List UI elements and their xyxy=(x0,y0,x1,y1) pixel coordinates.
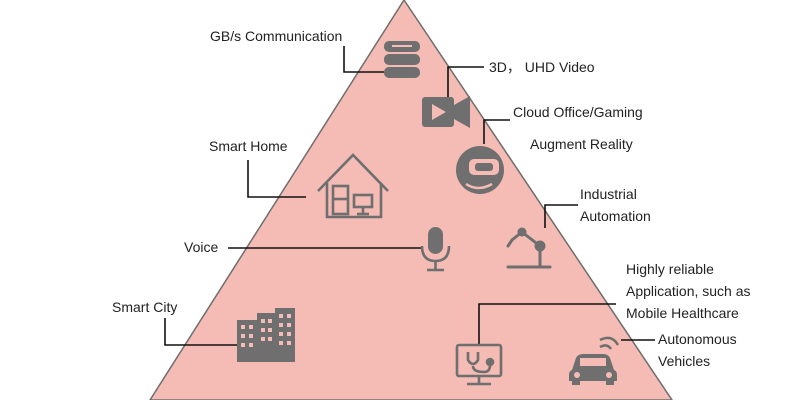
label-gbs-communication: GB/s Communication xyxy=(210,28,343,44)
label-vehicles: Vehicles xyxy=(658,353,711,369)
connected-car-icon xyxy=(569,336,620,385)
label-augment-reality: Augment Reality xyxy=(530,136,633,152)
label-mobile-healthcare: Mobile Healthcare xyxy=(626,305,739,321)
monitor-stethoscope-icon xyxy=(455,343,503,386)
label-cloud-office-gaming: Cloud Office/Gaming xyxy=(513,104,643,120)
video-camera-icon xyxy=(422,96,470,128)
label-highly-reliable: Highly reliable xyxy=(626,261,714,277)
leader-smart-city xyxy=(164,318,237,346)
label-application-such-as: Application, such as xyxy=(626,283,751,299)
leader-industrial xyxy=(544,204,578,228)
leader-gbs xyxy=(343,46,384,73)
city-buildings-icon xyxy=(237,308,295,362)
label-3d-uhd-video: 3D， UHD Video xyxy=(489,59,595,75)
database-icon xyxy=(384,41,420,78)
leader-smart-home xyxy=(247,160,306,198)
label-smart-city: Smart City xyxy=(112,299,178,315)
leader-cloud xyxy=(483,119,510,144)
robot-arm-icon xyxy=(506,227,552,269)
leader-health xyxy=(478,303,616,344)
smart-home-icon xyxy=(317,153,389,219)
label-voice: Voice xyxy=(184,239,219,255)
label-smart-home: Smart Home xyxy=(209,138,288,154)
label-industrial: Industrial xyxy=(580,186,637,202)
leader-video xyxy=(447,66,484,98)
label-autonomous: Autonomous xyxy=(658,331,737,347)
microphone-icon xyxy=(420,227,451,272)
vr-headset-icon xyxy=(456,146,504,194)
pyramid-triangle xyxy=(149,0,673,400)
label-automation: Automation xyxy=(580,208,651,224)
